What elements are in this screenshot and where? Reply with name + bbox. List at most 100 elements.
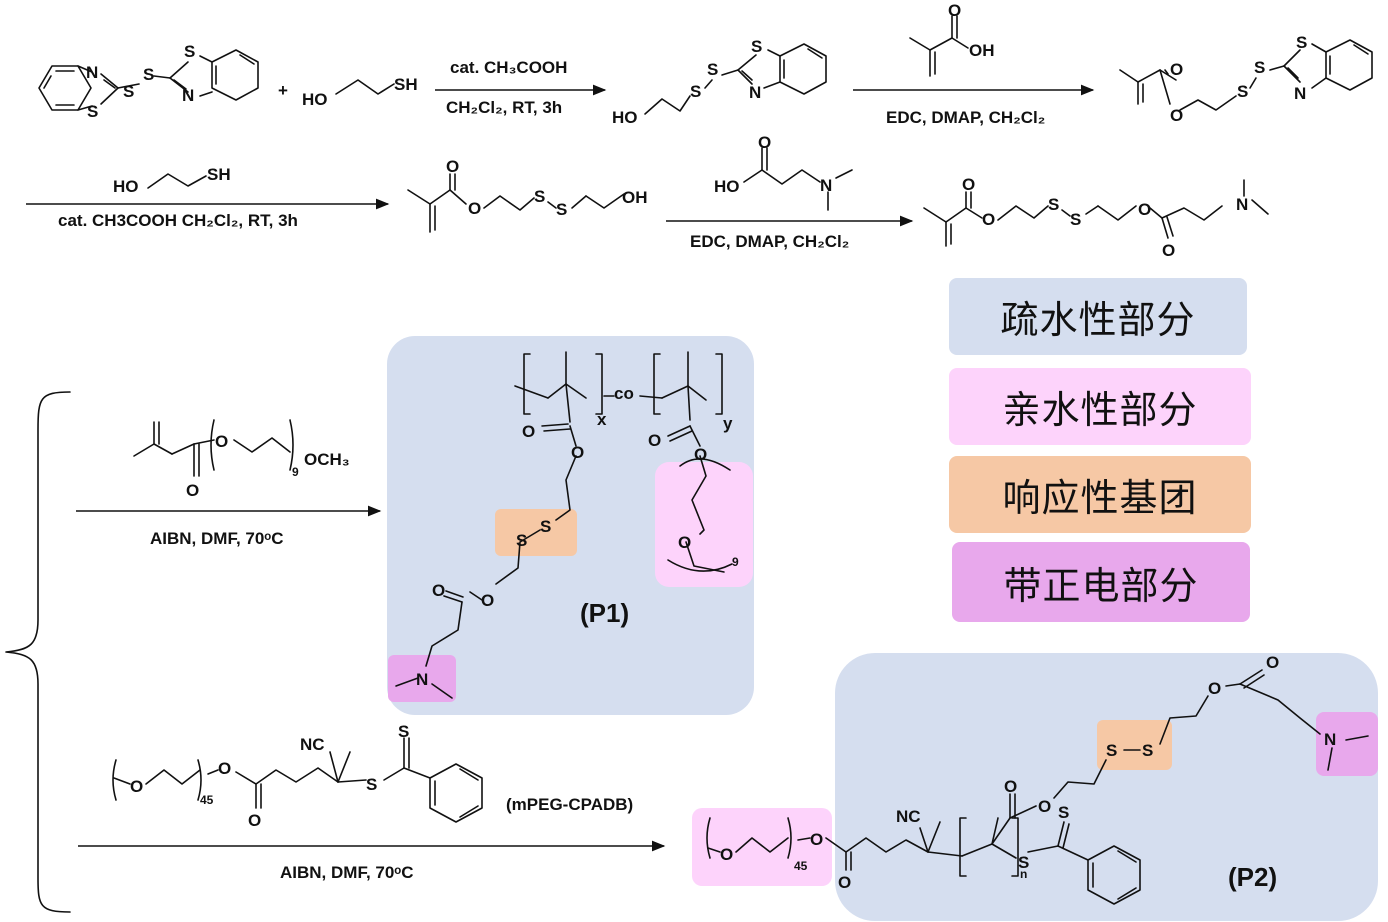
methacrylate-disulfide-ethanol <box>407 173 625 233</box>
atom-s: S <box>707 60 718 79</box>
atom-o: O <box>1038 797 1051 816</box>
atom-s: S <box>751 37 762 56</box>
atom-o: O <box>1170 106 1183 125</box>
p1-y-subscript: y <box>723 414 733 433</box>
atom-o: O <box>1170 60 1183 79</box>
atom-n: N <box>749 83 761 102</box>
atom-s: S <box>1296 33 1307 52</box>
p1-polymer-structure <box>395 351 733 699</box>
atom-n: N <box>86 63 98 82</box>
atom-s: S <box>184 42 195 61</box>
atom-o: O <box>758 133 771 152</box>
reagent-ho: HO <box>714 177 740 196</box>
step1-condition-bottom: CH₂Cl₂, RT, 3h <box>446 98 562 117</box>
reagent-ho: HO <box>113 177 139 196</box>
p2-disulfide-responsive-box <box>1097 720 1172 770</box>
legend-hydrophilic: 亲水性部分 <box>949 368 1251 445</box>
atom-s: S <box>143 65 154 84</box>
atom-s: S <box>366 775 377 794</box>
atom-s: S <box>1070 210 1081 229</box>
atom-s: S <box>398 722 409 741</box>
atom-o: O <box>215 432 228 451</box>
plus-sign: + <box>278 81 288 100</box>
atom-o: O <box>571 443 584 462</box>
atom-nc: NC <box>300 735 325 754</box>
atom-s: S <box>516 531 527 550</box>
methacrylate-benzothiazolyl-disulfide <box>1119 39 1373 111</box>
atom-n: N <box>416 670 428 689</box>
p2-n-subscript: n <box>1020 867 1027 881</box>
legend-positive-label: 带正电部分 <box>1003 563 1199 608</box>
mercaptoethanol-reagent-row2 <box>147 173 207 189</box>
atom-s: S <box>87 102 98 121</box>
atom-o: O <box>130 777 143 796</box>
p1-x-subscript: x <box>597 410 607 429</box>
mpeg-cpadb-raft-agent <box>112 737 483 823</box>
peg-methacrylate-monomer <box>133 419 294 477</box>
intermediate-hydroxyethyl-disulfide <box>644 43 827 115</box>
atom-ho: HO <box>612 108 638 127</box>
atom-s: S <box>540 517 551 536</box>
atom-s: S <box>1018 853 1029 872</box>
legend-hydrophobic: 疏水性部分 <box>949 278 1247 355</box>
legend-responsive: 响应性基团 <box>949 456 1251 533</box>
route-a-condition: AIBN, DMF, 70ᵒC <box>150 529 284 548</box>
atom-o: O <box>1266 653 1279 672</box>
atom-o: O <box>1138 200 1151 219</box>
step1-condition-top: cat. CH₃COOH <box>450 58 567 77</box>
atom-o: O <box>982 210 995 229</box>
dimethylaminopropanoic-acid <box>743 147 853 211</box>
atom-s: S <box>1142 741 1153 760</box>
atom-o: O <box>432 581 445 600</box>
methacrylic-acid <box>909 15 969 77</box>
reagent-sh: SH <box>207 165 231 184</box>
atom-o: O <box>810 830 823 849</box>
atom-o: O <box>468 199 481 218</box>
atom-n: N <box>1324 730 1336 749</box>
atom-o: O <box>186 481 199 500</box>
mercaptoethanol <box>335 79 395 95</box>
atom-o: O <box>648 431 661 450</box>
reagent-oh: OH <box>969 41 995 60</box>
atom-n: N <box>182 86 194 105</box>
atom-s: S <box>690 82 701 101</box>
atom-n: N <box>820 176 832 195</box>
atom-o: O <box>522 422 535 441</box>
monomer-end-group: OCH₃ <box>304 450 350 469</box>
atom-s: S <box>123 82 134 101</box>
reaction-brace <box>5 391 71 913</box>
monomer-subscript: 9 <box>292 465 299 479</box>
p2-peg-subscript: 45 <box>794 859 808 873</box>
route-b-condition: AIBN, DMF, 70ᵒC <box>280 863 414 882</box>
legend-hydrophobic-label: 疏水性部分 <box>1000 298 1196 342</box>
atom-o: O <box>446 157 459 176</box>
atom-o: O <box>720 845 733 864</box>
legend-responsive-label: 响应性基团 <box>1002 476 1198 520</box>
p1-amine-positive-box <box>388 655 456 702</box>
p1-peg-hydrophilic-box <box>655 462 753 587</box>
dibenzothiazolyl-disulfide <box>38 49 259 111</box>
legend-hydrophilic-label: 亲水性部分 <box>1002 388 1198 432</box>
p2-label: (P2) <box>1228 862 1277 892</box>
atom-o: O <box>962 175 975 194</box>
atom-oh: OH <box>622 188 648 207</box>
atom-o: O <box>218 759 231 778</box>
atom-nc: NC <box>896 807 921 826</box>
legend-positive: 带正电部分 <box>952 542 1250 622</box>
p2-hydrophobic-box <box>835 653 1378 921</box>
atom-o: O <box>1004 777 1017 796</box>
p2-polymer-structure <box>706 669 1369 905</box>
atom-o: O <box>678 533 691 552</box>
p1-co-label: co <box>614 384 634 403</box>
atom-o: O <box>1162 241 1175 260</box>
atom-s: S <box>534 187 545 206</box>
atom-s: S <box>1048 195 1059 214</box>
atom-s: S <box>1254 58 1265 77</box>
atom-s: S <box>556 200 567 219</box>
atom-o: O <box>1208 679 1221 698</box>
p2-amine-positive-box <box>1316 712 1378 776</box>
p1-label: (P1) <box>580 598 629 628</box>
atom-o: O <box>948 1 961 20</box>
reagent-sh: SH <box>394 75 418 94</box>
